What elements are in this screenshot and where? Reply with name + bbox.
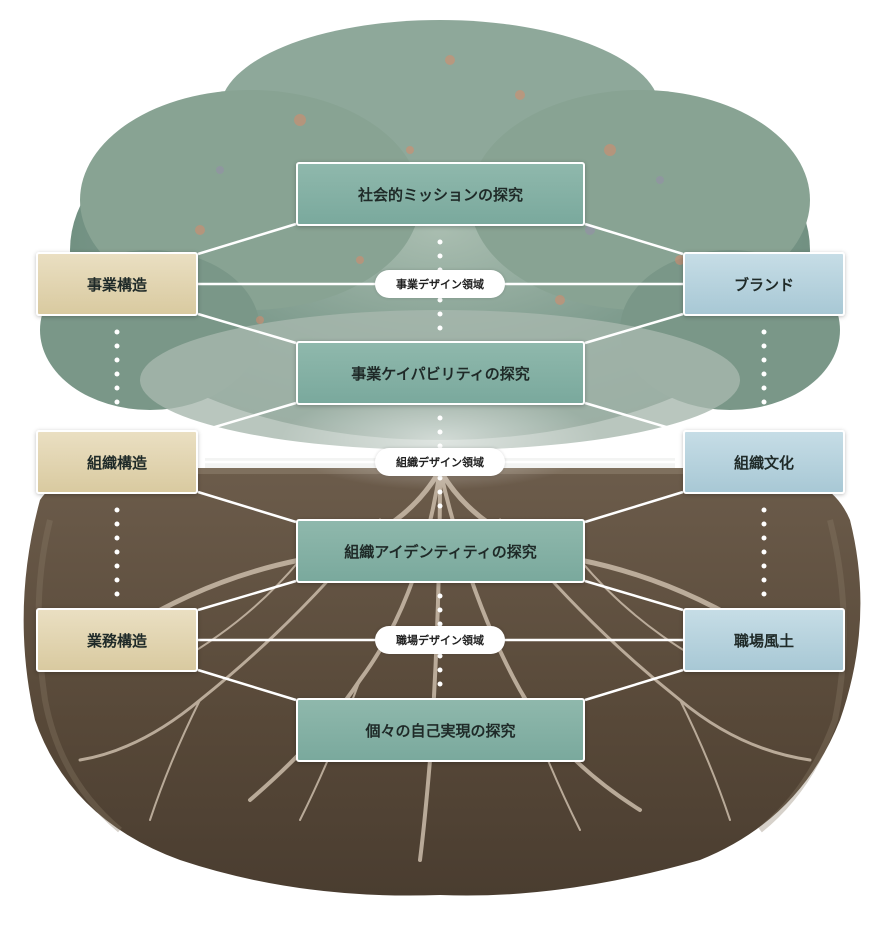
center-box-organizational-identity: 組織アイデンティティの探究 bbox=[296, 519, 585, 583]
center-box-business-capability: 事業ケイパビリティの探究 bbox=[296, 341, 585, 405]
left-box-operations-structure: 業務構造 bbox=[36, 608, 198, 672]
right-box-workplace-climate: 職場風土 bbox=[683, 608, 845, 672]
right-box-brand: ブランド bbox=[683, 252, 845, 316]
domain-label-workplace-design: 職場デザイン領域 bbox=[375, 626, 505, 654]
center-box-social-mission: 社会的ミッションの探究 bbox=[296, 162, 585, 226]
center-box-self-actualization: 個々の自己実現の探究 bbox=[296, 698, 585, 762]
connector-lines bbox=[197, 222, 684, 702]
left-box-organization-structure: 組織構造 bbox=[36, 430, 198, 494]
left-box-business-structure: 事業構造 bbox=[36, 252, 198, 316]
domain-label-business-design: 事業デザイン領域 bbox=[375, 270, 505, 298]
dotted-connectors bbox=[114, 239, 767, 687]
domain-label-organization-design: 組織デザイン領域 bbox=[375, 448, 505, 476]
right-box-organizational-culture: 組織文化 bbox=[683, 430, 845, 494]
